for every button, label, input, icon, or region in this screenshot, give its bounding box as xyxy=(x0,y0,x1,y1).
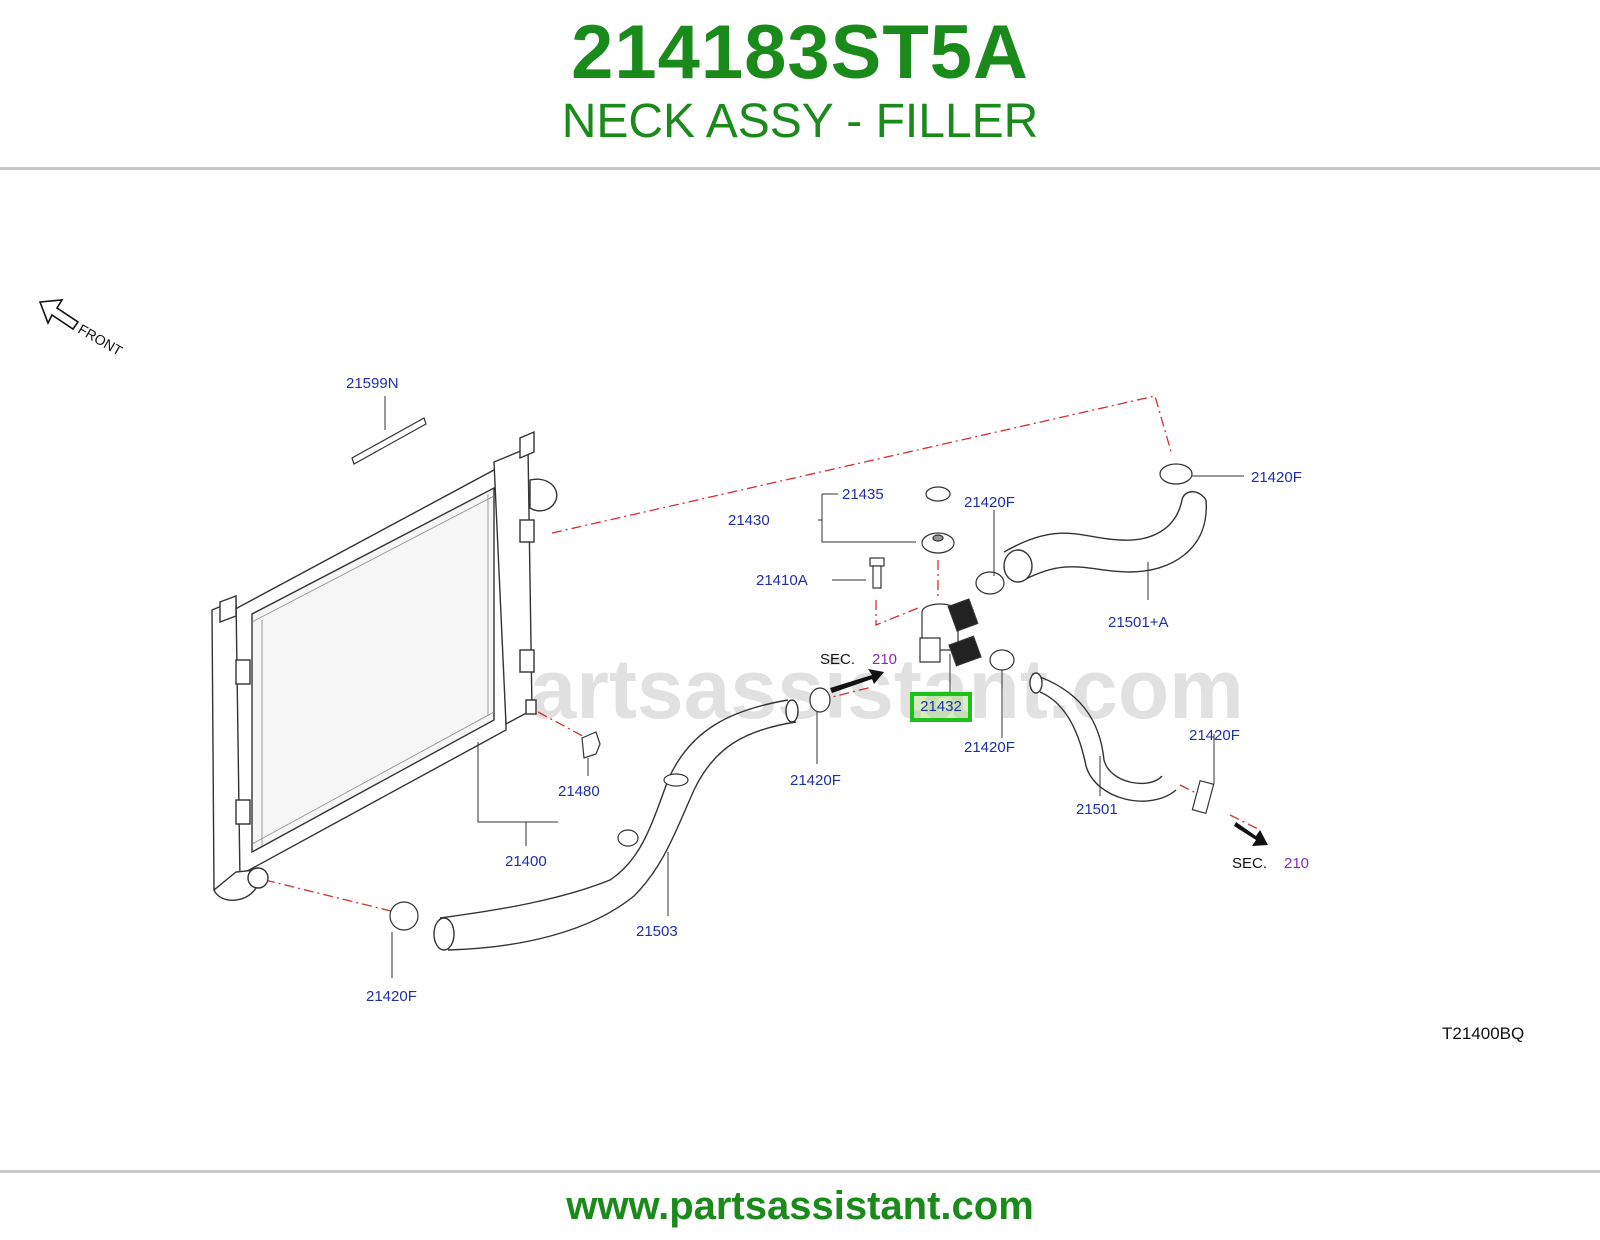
hose-clamps-21420F xyxy=(389,463,1215,931)
part-name-subtitle: NECK ASSY - FILLER xyxy=(561,95,1039,148)
header-divider xyxy=(0,167,1600,170)
page-header: 214183ST5A NECK ASSY - FILLER xyxy=(0,0,1600,170)
filler-neck-21432 xyxy=(919,598,982,667)
section-ref-label-lower: SEC. xyxy=(1232,855,1267,872)
callout-21410A: 21410A xyxy=(756,572,808,589)
callout-21501: 21501 xyxy=(1076,801,1118,818)
part-number-title: 214183ST5A xyxy=(571,10,1029,95)
section-ref-number-lower: 210 xyxy=(1284,855,1309,872)
callout-21420F-top: 21420F xyxy=(1251,469,1302,486)
highlighted-part-box xyxy=(910,692,972,722)
bracket-21480 xyxy=(581,731,601,759)
callout-21420F-upper: 21420F xyxy=(964,494,1015,511)
front-label: FRONT xyxy=(76,321,126,359)
callout-21435: 21435 xyxy=(842,486,884,503)
callout-21420F-right: 21420F xyxy=(1189,727,1240,744)
diagram-code: T21400BQ xyxy=(1442,1024,1524,1043)
radiator-21400 xyxy=(211,430,558,901)
footer-divider xyxy=(0,1170,1600,1173)
callout-21400: 21400 xyxy=(505,853,547,870)
callout-21420F-mid: 21420F xyxy=(964,739,1015,756)
highlighted-part-number[interactable]: 21432 xyxy=(920,698,962,715)
callout-21503: 21503 xyxy=(636,923,678,940)
callout-21480: 21480 xyxy=(558,783,600,800)
callout-21420F-bottom: 21420F xyxy=(366,988,417,1005)
bypass-hose-21503 xyxy=(433,699,799,951)
upper-hose-21501A xyxy=(1003,491,1207,583)
filler-cap-21430 xyxy=(921,486,955,554)
bolt-21410A xyxy=(869,557,885,589)
callout-21430: 21430 xyxy=(728,512,770,529)
front-arrow-icon xyxy=(38,299,80,331)
section-arrow-icon xyxy=(830,669,1268,846)
callout-21599N: 21599N xyxy=(346,375,399,392)
section-ref-label-upper: SEC. xyxy=(820,651,855,668)
label-plate-21599N xyxy=(351,417,427,465)
callout-leaders xyxy=(384,396,1244,978)
lower-hose-21501 xyxy=(1029,672,1177,802)
callout-21501A: 21501+A xyxy=(1108,614,1168,631)
footer-website-link[interactable]: www.partsassistant.com xyxy=(566,1184,1034,1228)
section-ref-number-upper: 210 xyxy=(872,651,897,668)
callout-21420F-left: 21420F xyxy=(790,772,841,789)
